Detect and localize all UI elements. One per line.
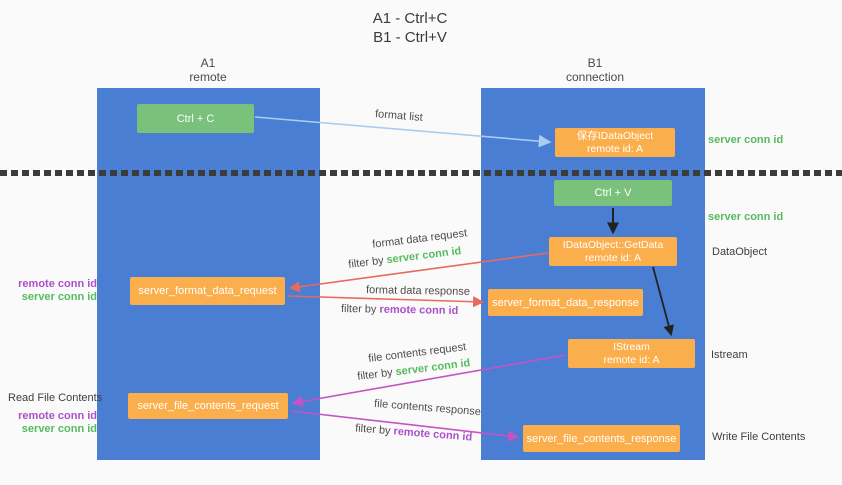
lane-header-right: B1 connection — [535, 56, 655, 84]
node-file-request-label: server_file_contents_request — [137, 400, 279, 412]
node-format-response-label: server_format_data_response — [492, 296, 639, 309]
filter-prefix: filter by — [354, 422, 392, 438]
annotation-server-conn-id-top: server conn id — [708, 134, 784, 146]
node-getdata-line1: IDataObject::GetData — [562, 238, 664, 251]
filter-value-remote-conn-id: remote conn id — [379, 303, 459, 318]
filter-value-server-conn-id: server conn id — [385, 245, 462, 267]
annotation-server-conn-id-mid: server conn id — [708, 211, 784, 223]
node-save-idataobject: 保存IDataObject remote id: A — [555, 128, 675, 157]
lane-right-name: B1 — [587, 56, 603, 70]
node-istream: IStream remote id: A — [568, 339, 695, 368]
annotation-read-file-contents: Read File Contents — [8, 392, 103, 404]
annotation-write-file-contents: Write File Contents — [712, 431, 806, 443]
node-istream-line2: remote id: A — [603, 353, 660, 366]
edge-label-format-data-response: format data response — [365, 284, 471, 298]
lane-right-role: connection — [565, 70, 625, 84]
node-getdata: IDataObject::GetData remote id: A — [549, 237, 677, 266]
filter-prefix: filter by — [347, 254, 385, 271]
lane-header-left: A1 remote — [148, 56, 268, 84]
node-istream-line1: IStream — [613, 340, 650, 353]
annotation-server-conn-id: server conn id — [21, 291, 97, 303]
page-title-line2: B1 - Ctrl+V — [373, 28, 447, 46]
edge-label-format-list: format list — [374, 108, 424, 124]
annotation-dataobject: DataObject — [712, 246, 768, 258]
edge-label-file-contents-response: file contents response — [373, 397, 482, 419]
page-title: A1 - Ctrl+C B1 - Ctrl+V — [330, 10, 490, 47]
node-ctrl-v: Ctrl + V — [554, 180, 672, 206]
node-ctrl-c-label: Ctrl + C — [176, 112, 215, 125]
page-title-line1: A1 - Ctrl+C — [372, 10, 448, 27]
filter-value-remote-conn-id: remote conn id — [393, 425, 473, 444]
annotation-remote-conn-id: remote conn id — [18, 410, 97, 422]
node-format-request-label: server_format_data_request — [138, 285, 277, 297]
lane-left-name: A1 — [200, 56, 216, 70]
node-save-line2: remote id: A — [586, 142, 644, 155]
annotation-istream: Istream — [711, 349, 748, 361]
node-ctrl-c: Ctrl + C — [137, 104, 254, 133]
node-save-line1: 保存IDataObject — [576, 129, 654, 142]
node-server-format-data-request: server_format_data_request — [130, 277, 285, 305]
node-ctrl-v-label: Ctrl + V — [594, 187, 632, 199]
lane-left-role: remote — [189, 70, 227, 84]
node-server-format-data-response: server_format_data_response — [488, 289, 643, 316]
annotation-conn-ids-file: remote conn id server conn id — [0, 410, 97, 436]
filter-prefix: filter by — [356, 366, 394, 383]
node-file-response-label: server_file_contents_response — [526, 432, 677, 445]
filter-prefix: filter by — [340, 302, 377, 316]
annotation-remote-conn-id: remote conn id — [18, 278, 97, 290]
annotation-conn-ids-format: remote conn id server conn id — [0, 278, 97, 304]
dotted-separator — [0, 170, 842, 176]
node-getdata-line2: remote id: A — [584, 251, 642, 264]
node-server-file-contents-request: server_file_contents_request — [128, 393, 288, 419]
node-server-file-contents-response: server_file_contents_response — [523, 425, 680, 452]
annotation-server-conn-id: server conn id — [21, 423, 97, 435]
